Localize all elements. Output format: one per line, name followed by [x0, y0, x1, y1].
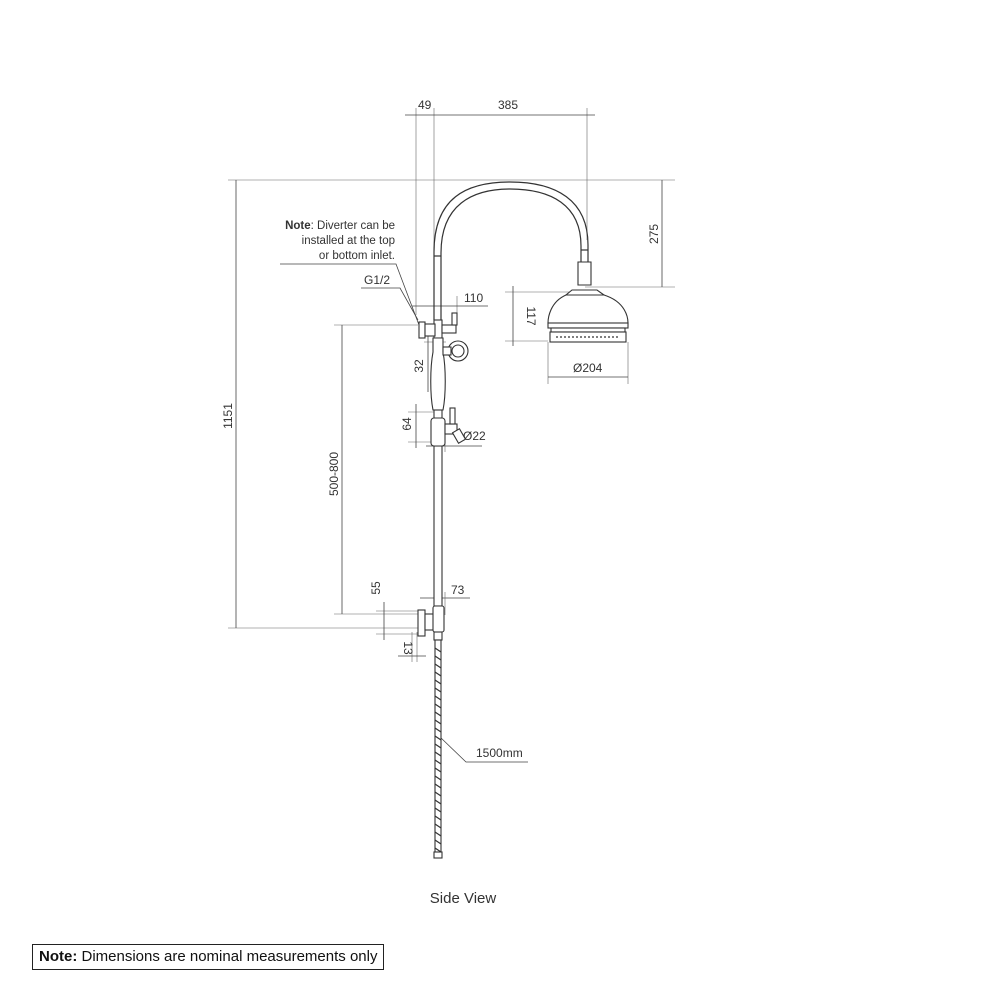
dim-22-label: Ø22 — [463, 429, 486, 443]
dimension-head-diameter: Ø204 — [547, 342, 629, 384]
rain-shower-head — [547, 261, 629, 343]
dimension-adjustable-range: 500-800 — [327, 324, 418, 615]
dim-32-label: 32 — [412, 359, 426, 373]
dim-500-800-label: 500-800 — [327, 452, 341, 496]
diverter-note-line1: : Diverter can be — [311, 220, 395, 232]
dim-49-label: 49 — [418, 98, 432, 112]
dim-1151-label: 1151 — [221, 403, 235, 429]
diverter-note: Note: Diverter can be installed at the t… — [280, 220, 420, 326]
shower-arm-gooseneck — [433, 181, 589, 320]
dimension-bottom-bracket: 55 73 13 — [369, 581, 470, 662]
view-caption: Side View — [430, 890, 497, 907]
dim-64-label: 64 — [400, 417, 414, 431]
dimension-head-height: 117 — [505, 286, 578, 346]
diverter-note-line3: or bottom inlet. — [319, 250, 395, 262]
dim-110-label: 110 — [464, 291, 483, 305]
dim-117-label: 117 — [524, 306, 538, 325]
dimension-top-widths: 49 385 — [405, 98, 595, 320]
dim-385-label: 385 — [498, 98, 518, 112]
dim-204-label: Ø204 — [573, 361, 603, 375]
top-diverter-valve — [418, 312, 469, 362]
footnote-label: Note: — [39, 948, 78, 965]
dim-73-label: 73 — [451, 583, 465, 597]
footnote-text: Dimensions are nominal measurements only — [77, 948, 378, 965]
outlet-elbow — [430, 407, 467, 447]
dimension-arm-drop: 275 — [585, 180, 675, 288]
dim-55-label: 55 — [369, 581, 383, 595]
diverter-note-label: Note — [285, 220, 311, 232]
dim-275-label: 275 — [647, 224, 661, 244]
dimensions-footnote: Note: Dimensions are nominal measurement… — [32, 944, 385, 970]
bottom-wall-bracket — [417, 605, 445, 641]
riser-rail — [430, 319, 446, 607]
inlet-thread-label: G1/2 — [364, 273, 390, 287]
svg-text:Note: Diverter can be: Note: Diverter can be — [285, 220, 395, 232]
shower-hose — [433, 639, 443, 859]
dimension-overall-height: 1151 — [221, 179, 675, 629]
hose-length-annotation: 1500mm — [439, 736, 528, 763]
dim-13-label: 13 — [401, 641, 415, 655]
hose-length-label: 1500mm — [476, 746, 523, 760]
diverter-note-line2: installed at the top — [302, 235, 395, 247]
dimension-diverter-110: 110 — [412, 291, 488, 318]
